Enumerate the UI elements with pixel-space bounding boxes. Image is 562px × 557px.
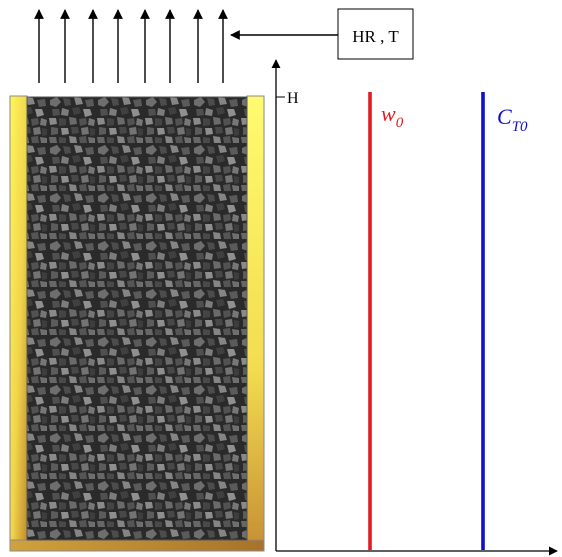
inlet-box-label: HR , T: [352, 27, 399, 46]
packed-bed-column: [9, 95, 265, 552]
temperature-symbol: C: [497, 104, 512, 129]
column-wall-left: [9, 95, 28, 552]
temperature-subscript: T0: [512, 119, 528, 135]
column-wall-bottom: [9, 539, 265, 552]
column-wall-right: [246, 95, 265, 552]
moisture-subscript: 0: [396, 115, 404, 131]
inlet-box-frame: [337, 8, 414, 60]
gravel-bed: [26, 96, 248, 541]
temperature-profile-label: CT0: [497, 104, 528, 135]
initial-profiles: w0 CT0: [368, 92, 528, 550]
airflow-arrows: [34, 9, 228, 83]
moisture-profile-label: w0: [381, 101, 404, 131]
height-label: H: [287, 90, 299, 107]
profile-axis: H: [271, 59, 558, 556]
moisture-symbol: w: [381, 101, 396, 126]
inlet-condition-box: HR , T: [230, 8, 414, 60]
